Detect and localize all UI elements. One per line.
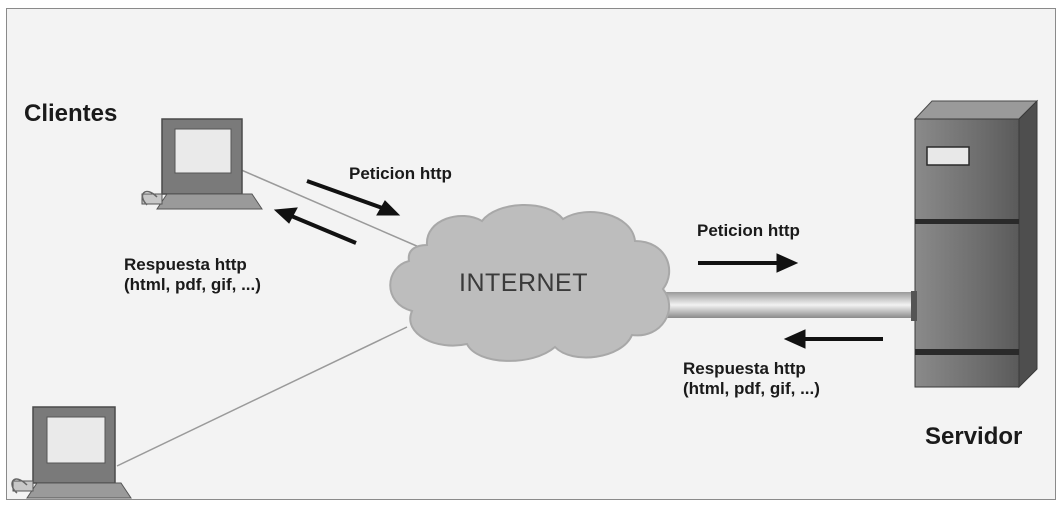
arrow-request-right [698, 253, 799, 273]
request-label-left: Peticion http [349, 164, 452, 183]
response-left-line1: Respuesta http [124, 255, 247, 274]
response-right-line1: Respuesta http [683, 359, 806, 378]
client-computer-1 [141, 118, 263, 210]
clients-label: Clientes [24, 100, 118, 127]
network-diagram [11, 99, 1039, 499]
response-right-line2: (html, pdf, gif, ...) [683, 379, 820, 398]
response-label-left: Respuesta http (html, pdf, gif, ...) [124, 255, 261, 295]
server-tower [911, 99, 1039, 389]
response-label-right: Respuesta http (html, pdf, gif, ...) [683, 359, 820, 399]
response-left-line2: (html, pdf, gif, ...) [124, 275, 261, 294]
request-label-right: Peticion http [697, 221, 800, 240]
internet-label: INTERNET [459, 269, 588, 297]
arrow-response-right [783, 329, 883, 349]
internet-cloud [389, 203, 671, 362]
client-computer-2 [11, 406, 132, 499]
arrow-request-left [306, 179, 401, 216]
arrow-response-left [273, 207, 357, 245]
server-label: Servidor [925, 423, 1023, 450]
client1-link [238, 168, 420, 248]
diagram-frame: Clientes Servidor INTERNET Peticion http… [6, 8, 1056, 500]
server-link-pipe [662, 292, 917, 318]
client2-link [116, 326, 408, 467]
